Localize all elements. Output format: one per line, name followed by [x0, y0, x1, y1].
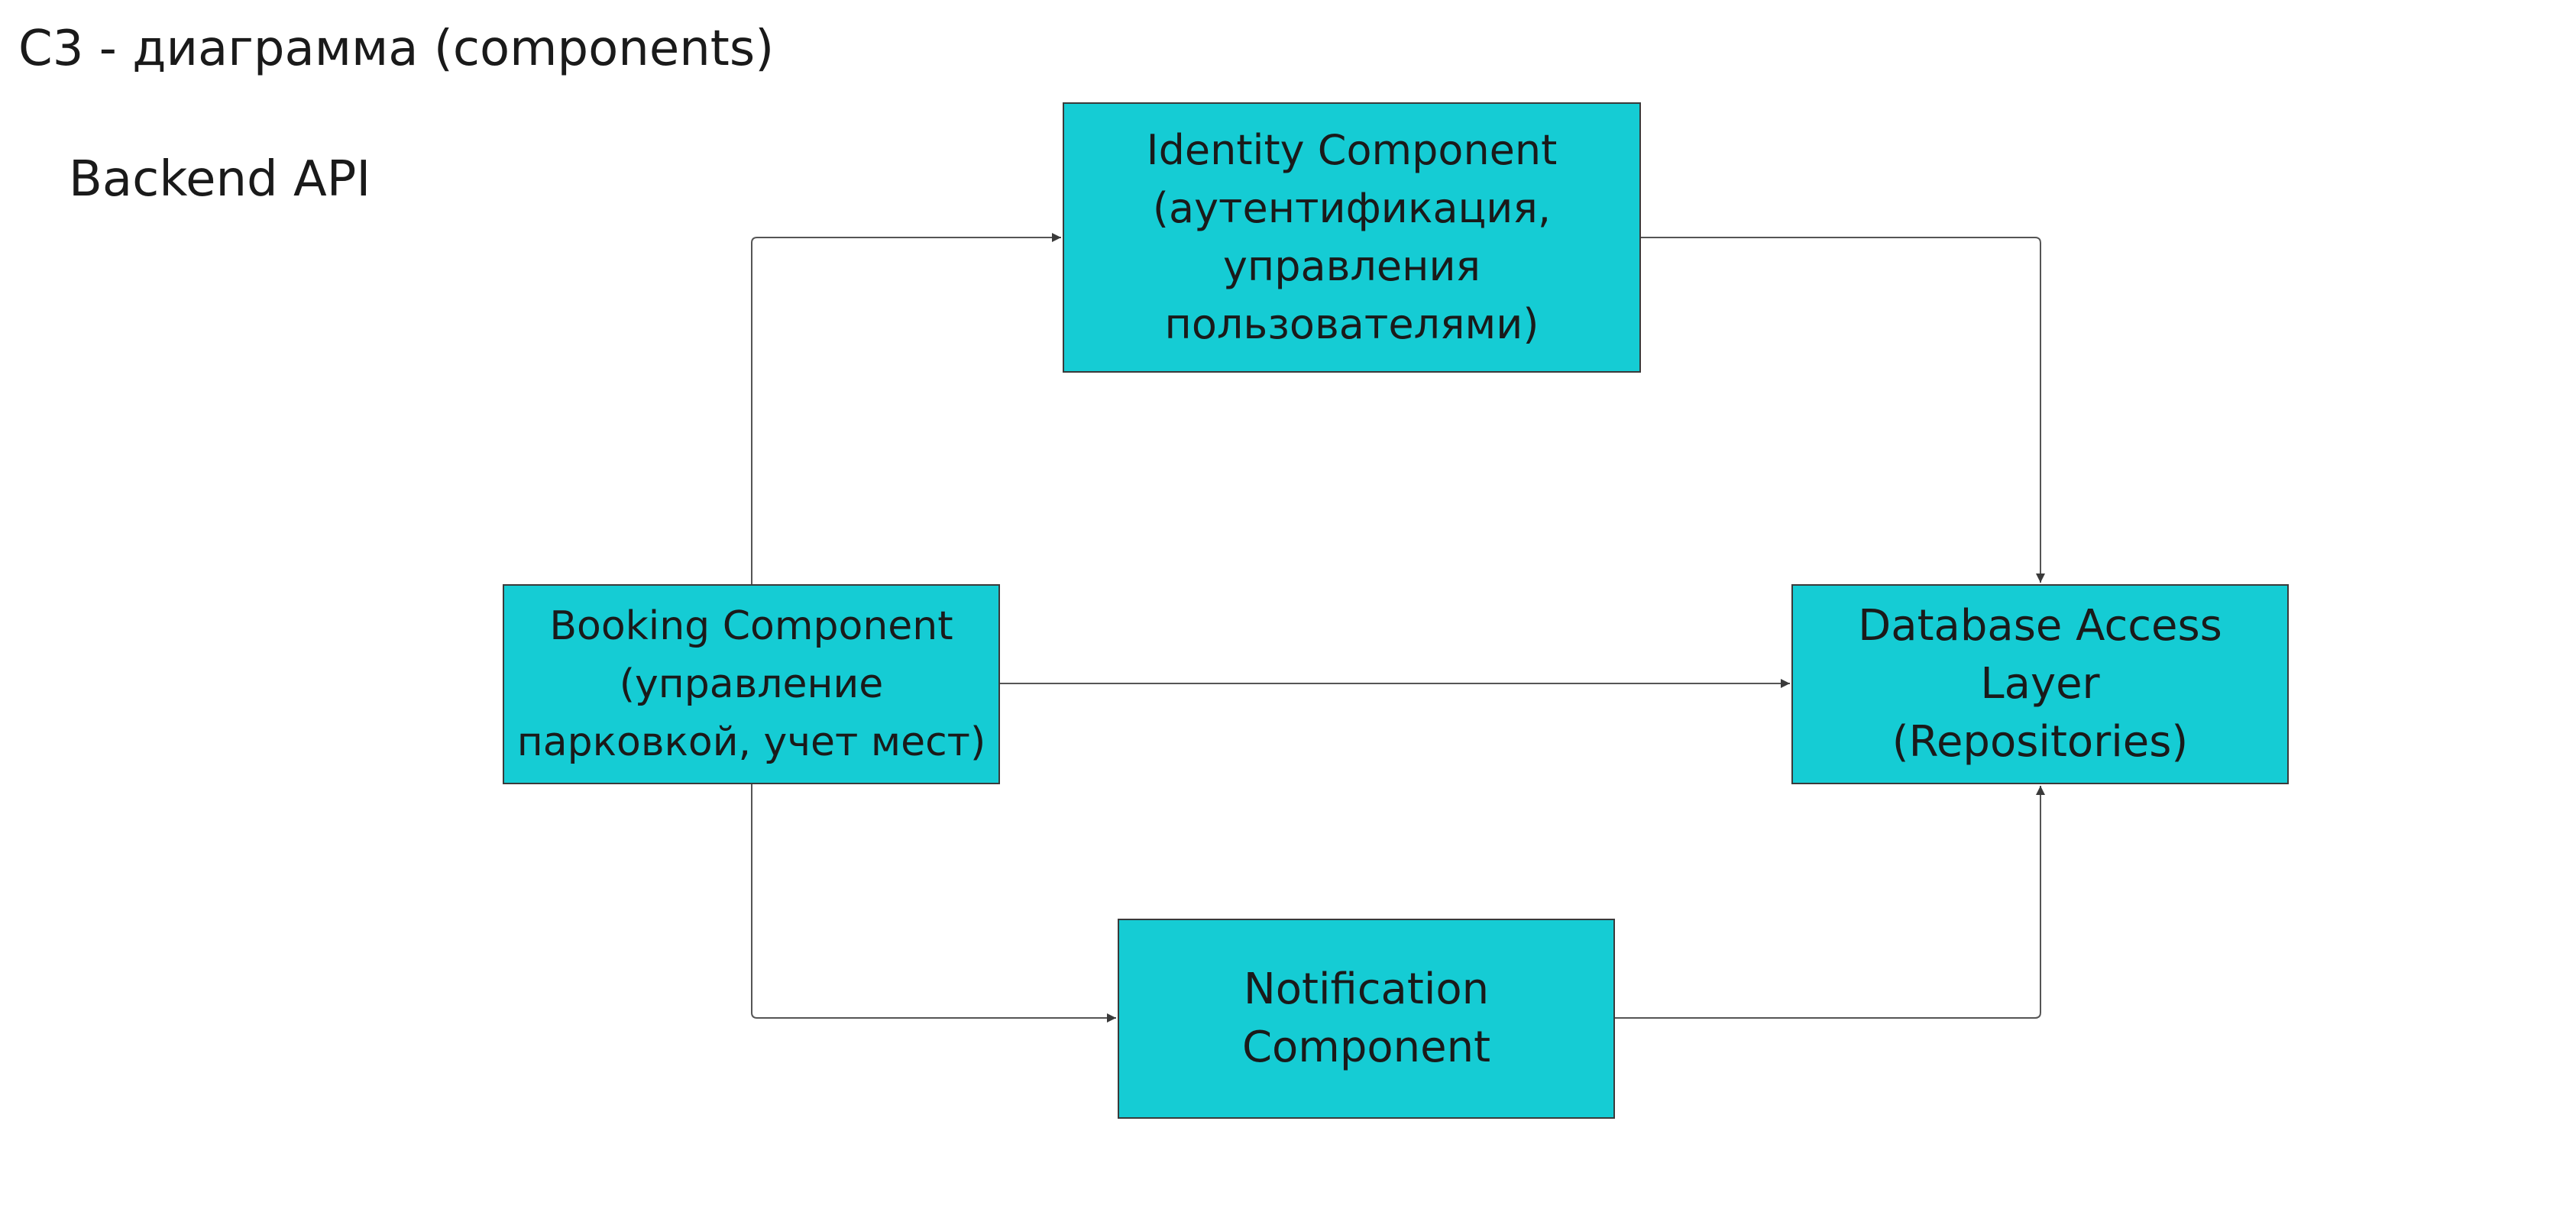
identity-component-label: Identity Component (аутентификация, упра… — [1146, 126, 1558, 348]
edge-notify-database — [1615, 786, 2045, 1019]
diagram-title: C3 - диаграмма (components) — [18, 21, 775, 77]
notification-component-box[interactable]: Notification Component — [1118, 919, 1615, 1119]
edge-booking-notify — [751, 784, 1116, 1023]
database-access-layer-box[interactable]: Database Access Layer (Repositories) — [1791, 584, 2289, 784]
diagram-subtitle: Backend API — [69, 151, 371, 208]
database-access-layer-label: Database Access Layer (Repositories) — [1858, 601, 2222, 767]
booking-component-label: Booking Component (управление парковкой,… — [516, 603, 986, 765]
identity-component-box[interactable]: Identity Component (аутентификация, упра… — [1063, 102, 1641, 373]
edge-identity-database — [1641, 237, 2045, 583]
edge-booking-identity — [751, 233, 1061, 584]
notification-component-label: Notification Component — [1241, 964, 1491, 1072]
booking-component-box[interactable]: Booking Component (управление парковкой,… — [503, 584, 1000, 784]
